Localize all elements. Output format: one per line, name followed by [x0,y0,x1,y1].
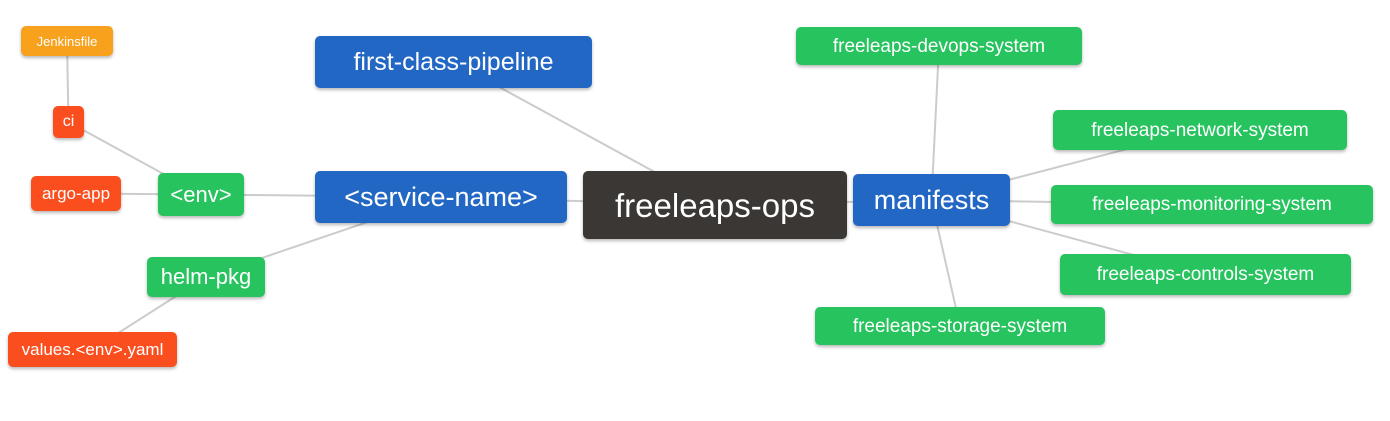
node-values-env-yaml[interactable]: values.<env>.yaml [8,332,177,367]
node-env[interactable]: <env> [158,173,244,216]
node-devops-system[interactable]: freeleaps-devops-system [796,27,1082,65]
node-storage-system[interactable]: freeleaps-storage-system [815,307,1105,345]
node-manifests[interactable]: manifests [853,174,1010,226]
node-controls-system[interactable]: freeleaps-controls-system [1060,254,1351,295]
node-helm-pkg[interactable]: helm-pkg [147,257,265,297]
node-jenkinsfile[interactable]: Jenkinsfile [21,26,113,56]
node-ci[interactable]: ci [53,106,84,138]
node-service-name[interactable]: <service-name> [315,171,567,223]
node-freeleaps-ops[interactable]: freeleaps-ops [583,171,847,239]
node-argo-app[interactable]: argo-app [31,176,121,211]
node-network-system[interactable]: freeleaps-network-system [1053,110,1347,150]
node-first-class-pipeline[interactable]: first-class-pipeline [315,36,592,88]
node-monitoring-system[interactable]: freeleaps-monitoring-system [1051,185,1373,224]
